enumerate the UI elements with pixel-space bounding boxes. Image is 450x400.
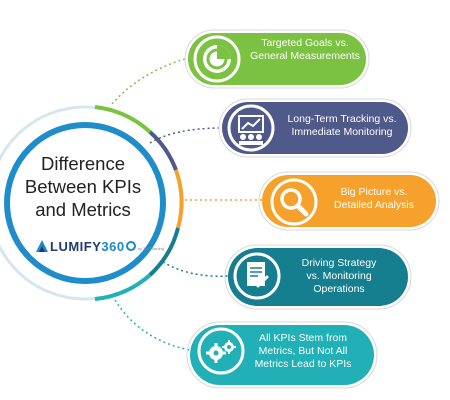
item-pill-outline-1 bbox=[184, 29, 370, 89]
logo-wordmark: LUMIFY bbox=[50, 238, 102, 254]
logo-ring-icon bbox=[125, 241, 136, 251]
item-pill-outline-3 bbox=[258, 171, 440, 231]
item-label-1: Targeted Goals vs. General Measurements bbox=[250, 37, 360, 62]
item-label-4: Driving Strategy vs. Monitoring Operatio… bbox=[301, 257, 377, 295]
logo-number: 360 bbox=[101, 238, 125, 254]
connector-5 bbox=[114, 299, 191, 351]
magnifier-icon bbox=[280, 188, 309, 217]
item-label-5: All KPIs Stem from Metrics, But Not All … bbox=[254, 332, 352, 370]
center-main-ring bbox=[4, 122, 166, 284]
pie-chart-icon bbox=[203, 45, 231, 73]
center-ring-segment-green bbox=[94, 105, 152, 134]
item-label-3: Big Picture vs. Detailed Analysis bbox=[334, 186, 414, 211]
center-ring-segment-teal bbox=[148, 227, 180, 277]
gears-icon bbox=[206, 340, 236, 363]
item-label-2: Long-Term Tracking vs. Immediate Monitor… bbox=[287, 113, 397, 138]
connector-4 bbox=[162, 261, 229, 277]
document-edit-icon bbox=[247, 262, 269, 288]
item-pill-outline-5 bbox=[186, 321, 378, 389]
team-growth-icon bbox=[238, 115, 264, 145]
connector-2 bbox=[149, 127, 223, 144]
center-ring-segment-orange bbox=[174, 169, 184, 229]
center-ring-segment-cyan bbox=[94, 273, 152, 301]
item-pill-outline-4 bbox=[224, 244, 412, 310]
item-pill-outline-2 bbox=[218, 98, 412, 158]
logo-subtext: by 360Training bbox=[137, 245, 164, 251]
connector-1 bbox=[111, 57, 189, 105]
logo-triangle-icon bbox=[36, 240, 48, 252]
lumify360-logo: LUMIFY 360 by 360Training bbox=[36, 237, 164, 255]
center-ring-segment-navy bbox=[148, 130, 178, 171]
center-title: Difference Between KPIs and Metrics bbox=[24, 153, 142, 220]
